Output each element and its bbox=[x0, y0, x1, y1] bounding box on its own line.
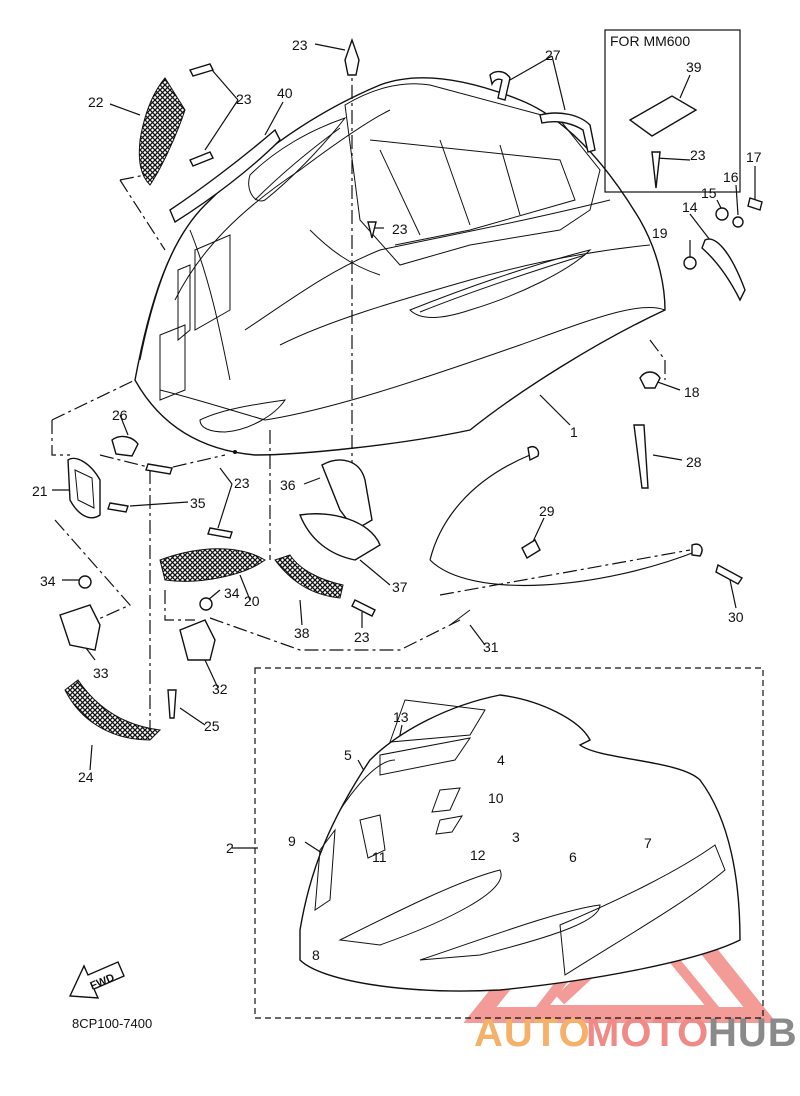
callout: 34 bbox=[224, 585, 240, 601]
callout: 25 bbox=[204, 718, 220, 734]
callout: 7 bbox=[644, 835, 652, 851]
callout: 1 bbox=[570, 424, 578, 440]
callout: 21 bbox=[32, 483, 48, 499]
callout: 31 bbox=[483, 639, 499, 655]
callout: 23 bbox=[236, 91, 252, 107]
callout: 14 bbox=[682, 199, 698, 215]
callout: 29 bbox=[539, 503, 555, 519]
callout: 6 bbox=[569, 849, 577, 865]
callout: 13 bbox=[393, 709, 409, 725]
callout: 8 bbox=[312, 947, 320, 963]
inset-box-title: FOR MM600 bbox=[610, 33, 690, 49]
callout: 36 bbox=[280, 477, 296, 493]
callout: 28 bbox=[686, 454, 702, 470]
callout: 39 bbox=[686, 59, 702, 75]
watermark-hub: HUB bbox=[708, 1011, 798, 1055]
callout: 38 bbox=[294, 625, 310, 641]
rivet-icon bbox=[145, 37, 661, 617]
callout: 33 bbox=[93, 665, 109, 681]
small-parts bbox=[59, 37, 763, 741]
callout: 35 bbox=[190, 495, 206, 511]
callout: 9 bbox=[288, 833, 296, 849]
callout: 5 bbox=[344, 747, 352, 763]
callout: 23 bbox=[690, 147, 706, 163]
callout: 23 bbox=[392, 221, 408, 237]
watermark-auto: AUTO bbox=[474, 1011, 591, 1055]
callout: 16 bbox=[723, 169, 739, 185]
callout: 15 bbox=[701, 185, 717, 201]
mesh-panel-22 bbox=[138, 77, 186, 186]
callout: 30 bbox=[728, 609, 744, 625]
callout: 23 bbox=[234, 475, 250, 491]
callout: 10 bbox=[488, 790, 504, 806]
callout: 34 bbox=[40, 573, 56, 589]
callout: 40 bbox=[277, 85, 293, 101]
callouts: 23 22 23 40 27 39 23 17 16 15 14 19 23 1… bbox=[32, 37, 762, 963]
callout: 18 bbox=[684, 384, 700, 400]
callout: 19 bbox=[652, 225, 668, 241]
callout: 26 bbox=[112, 407, 128, 423]
callout: 24 bbox=[78, 769, 94, 785]
callout: 17 bbox=[746, 149, 762, 165]
callout: 12 bbox=[470, 847, 486, 863]
diagram-code: 8CP100-7400 bbox=[72, 1016, 152, 1031]
callout: 32 bbox=[212, 681, 228, 697]
callout: 27 bbox=[545, 47, 561, 63]
callout: 4 bbox=[497, 752, 505, 768]
callout: 3 bbox=[512, 829, 520, 845]
callout: 23 bbox=[292, 37, 308, 53]
inset-box-mm600: FOR MM600 bbox=[604, 29, 741, 193]
decal-kit-box bbox=[254, 667, 764, 1019]
callout: 2 bbox=[226, 840, 234, 856]
callout: 22 bbox=[88, 94, 104, 110]
callout: 20 bbox=[244, 593, 260, 609]
fwd-arrow-icon: FWD bbox=[68, 961, 125, 999]
callout: 23 bbox=[354, 629, 370, 645]
callout: 37 bbox=[392, 579, 408, 595]
callout: 11 bbox=[372, 849, 387, 865]
